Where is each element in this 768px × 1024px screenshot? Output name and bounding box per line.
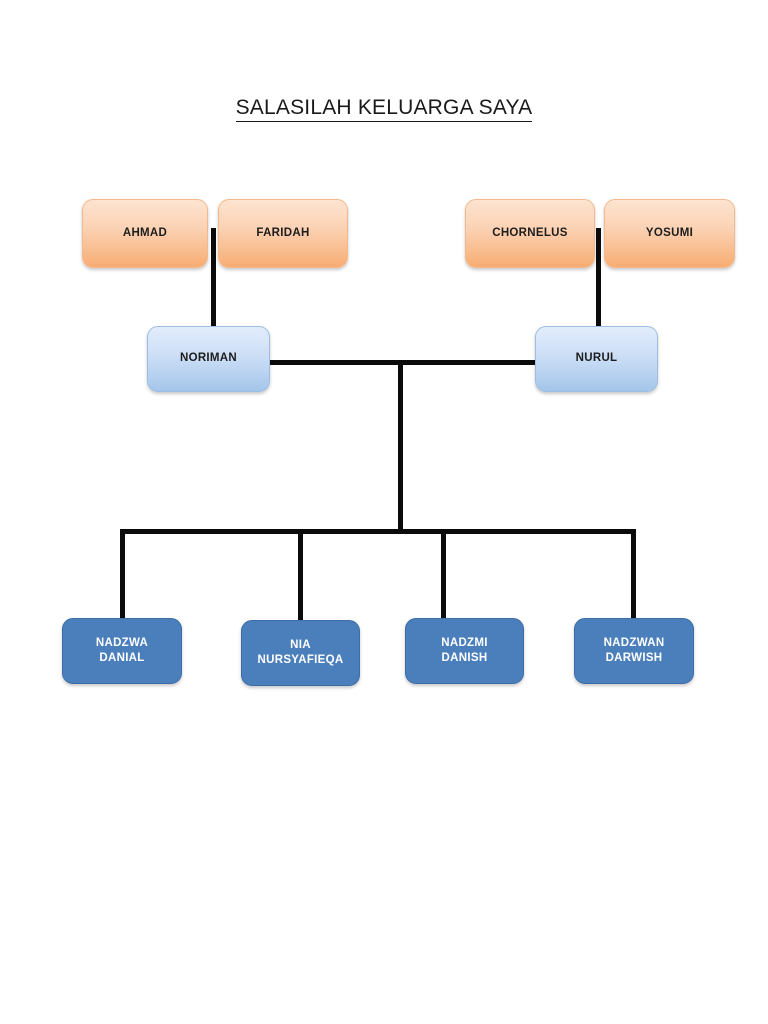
connector-chornelus-yosumi-to-nurul bbox=[596, 228, 601, 331]
connector-drop-nadzwa-danial bbox=[120, 529, 125, 619]
page-title: SALASILAH KELUARGA SAYA bbox=[0, 96, 768, 122]
page-title-text: SALASILAH KELUARGA SAYA bbox=[235, 96, 533, 122]
connector-sibling-bar bbox=[120, 529, 636, 534]
node-ahmad[interactable]: AHMAD bbox=[82, 199, 208, 268]
node-label-yosumi: YOSUMI bbox=[645, 226, 694, 239]
node-nurul[interactable]: NURUL bbox=[535, 326, 658, 392]
connector-drop-nia-nursyafieqa bbox=[298, 529, 303, 621]
connector-spouse-bar-noriman-nurul bbox=[264, 360, 542, 365]
node-label-nadzmi-danish-line2: DANISH bbox=[441, 652, 488, 664]
node-chornelus[interactable]: CHORNELUS bbox=[465, 199, 595, 268]
node-label-faridah: FARIDAH bbox=[256, 226, 310, 239]
connector-ahmad-faridah-to-noriman bbox=[211, 228, 216, 331]
node-noriman[interactable]: NORIMAN bbox=[147, 326, 270, 392]
node-nadzwa-danial[interactable]: NADZWA DANIAL bbox=[62, 618, 182, 684]
node-label-nadzwa-danial-line2: DANIAL bbox=[99, 652, 145, 664]
node-label-chornelus: CHORNELUS bbox=[492, 226, 568, 239]
connector-drop-nadzwan-darwish bbox=[631, 529, 636, 619]
node-nia-nursyafieqa[interactable]: NIA NURSYAFIEQA bbox=[241, 620, 360, 686]
node-yosumi[interactable]: YOSUMI bbox=[604, 199, 735, 268]
node-label-nadzwan-darwish-line2: DARWISH bbox=[605, 652, 663, 664]
node-label-noriman: NORIMAN bbox=[179, 352, 238, 365]
node-label-nadzwan-darwish-line1: NADZWAN bbox=[603, 636, 665, 649]
node-nadzmi-danish[interactable]: NADZMI DANISH bbox=[405, 618, 524, 684]
node-label-ahmad: AHMAD bbox=[122, 226, 168, 239]
node-label-nurul: NURUL bbox=[575, 352, 618, 365]
node-label-nia-nursyafieqa-line2: NURSYAFIEQA bbox=[257, 654, 344, 666]
node-label-nadzwa-danial-line1: NADZWA bbox=[95, 636, 149, 649]
node-nadzwan-darwish[interactable]: NADZWAN DARWISH bbox=[574, 618, 694, 684]
node-faridah[interactable]: FARIDAH bbox=[218, 199, 348, 268]
connector-center-drop-to-children bbox=[398, 360, 403, 534]
node-label-nadzmi-danish-line1: NADZMI bbox=[441, 636, 488, 649]
connector-drop-nadzmi-danish bbox=[441, 529, 446, 619]
node-label-nia-nursyafieqa-line1: NIA bbox=[290, 638, 311, 651]
